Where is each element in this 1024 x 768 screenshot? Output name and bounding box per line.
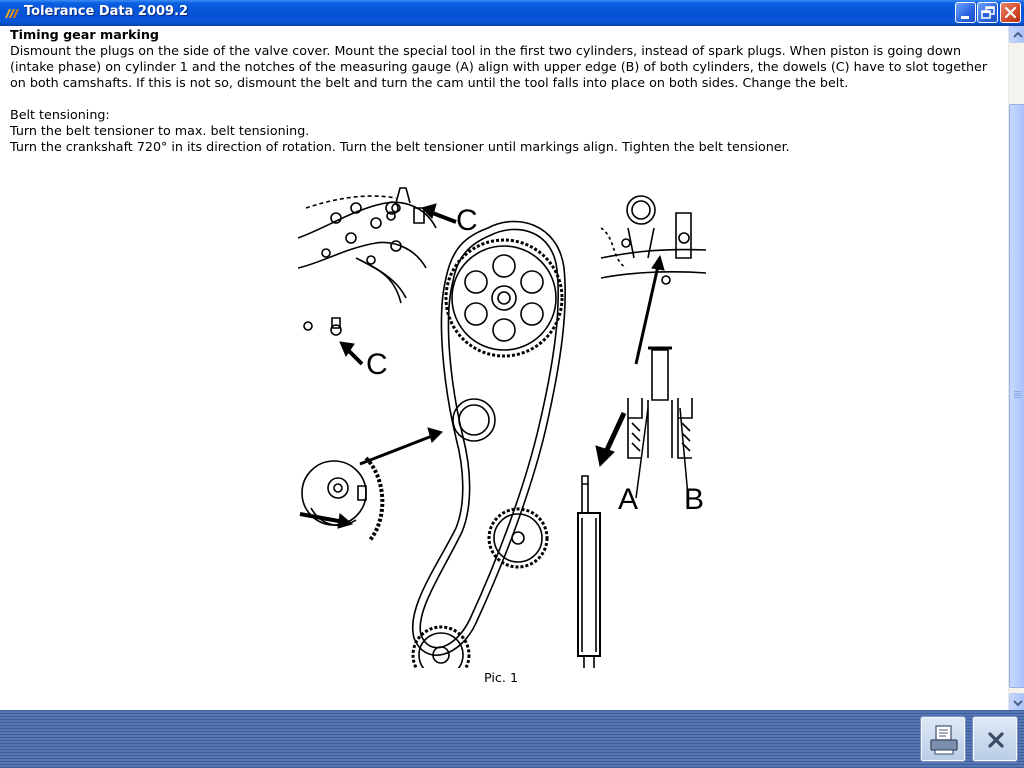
- arrow-gauge-down: [595, 411, 627, 468]
- close-window-button[interactable]: [1000, 2, 1021, 23]
- minimize-icon: [961, 16, 969, 19]
- document-pane: Timing gear marking Dismount the plugs o…: [0, 26, 1008, 710]
- camshaft-detail-left: [297, 187, 437, 336]
- arrow-gauge-up: [634, 254, 665, 365]
- subheading-belt-tensioning: Belt tensioning:: [10, 107, 110, 122]
- camshaft-sprocket: [444, 238, 564, 358]
- scroll-up-button[interactable]: [1009, 26, 1024, 43]
- figure-caption: Pic. 1: [484, 670, 519, 685]
- print-button[interactable]: [920, 716, 966, 762]
- arrow-c-top: [421, 203, 457, 224]
- description-paragraph: Dismount the plugs on the side of the va…: [10, 43, 988, 90]
- window-title: Tolerance Data 2009.2: [24, 4, 189, 19]
- instruction-step-1: Turn the belt tensioner to max. belt ten…: [10, 123, 310, 138]
- crankshaft-sprocket: [411, 625, 471, 668]
- special-tool: [577, 475, 601, 668]
- water-pump-sprocket: [487, 507, 549, 569]
- label-c-bottom: C: [366, 348, 388, 381]
- chevron-up-icon: [1013, 31, 1023, 38]
- minimize-button[interactable]: [955, 2, 976, 23]
- chevron-down-icon: [1013, 700, 1023, 707]
- timing-belt: [411, 220, 566, 656]
- restore-icon: [981, 6, 995, 19]
- restore-button[interactable]: [977, 2, 998, 23]
- belt-tensioner-detail: [301, 456, 385, 542]
- idler-pulley: [452, 398, 496, 442]
- scrollbar-thumb[interactable]: [1009, 104, 1024, 688]
- close-icon: [1004, 6, 1017, 19]
- instruction-step-2: Turn the crankshaft 720° in its directio…: [10, 139, 790, 154]
- document-body: Timing gear marking Dismount the plugs o…: [10, 27, 1000, 155]
- section-heading: Timing gear marking: [10, 27, 159, 42]
- scroll-down-button[interactable]: [1009, 693, 1024, 710]
- printer-icon: [930, 725, 958, 755]
- arrow-idler: [359, 427, 443, 466]
- close-button[interactable]: [972, 716, 1018, 762]
- arrow-tensioner-mark: [299, 512, 354, 529]
- label-a: A: [618, 483, 638, 516]
- x-icon: [988, 732, 1004, 748]
- title-bar[interactable]: Tolerance Data 2009.2: [0, 0, 1024, 27]
- app-logo-icon: [5, 9, 19, 18]
- arrow-c-bottom: [339, 341, 364, 366]
- vertical-scrollbar[interactable]: [1008, 26, 1024, 710]
- label-b: B: [684, 483, 704, 516]
- timing-belt-illustration: C C A B: [297, 187, 707, 668]
- label-c-top: C: [456, 204, 478, 237]
- bottom-toolbar: [0, 710, 1024, 768]
- camshaft-detail-right: [600, 195, 707, 285]
